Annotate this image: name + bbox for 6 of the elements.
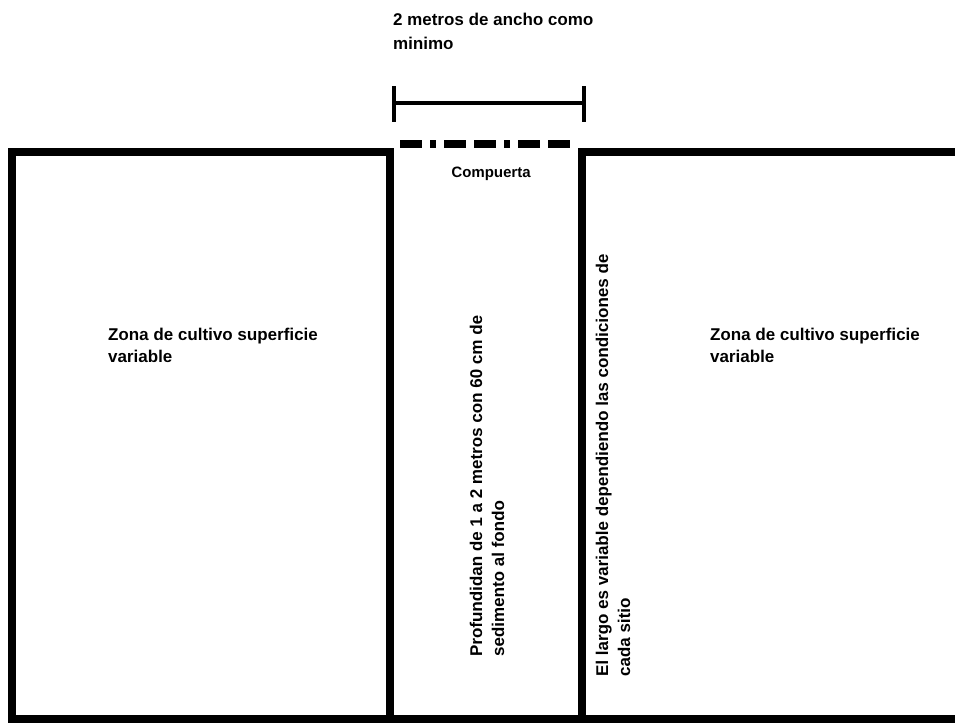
gate-label: Compuerta: [450, 163, 532, 183]
depth-note: Profundidan de 1 a 2 metros con 60 cm de sedimento al fondo: [466, 314, 509, 656]
zone-label: Zona de cultivo superficie variable: [710, 324, 921, 368]
length-note: El largo es variable dependiendo las condiciones de cada sitio: [592, 252, 635, 676]
dimension-label: 2 metros de ancho como minimo: [393, 9, 594, 55]
zone-label: Zona de cultivo superficie variable: [108, 324, 319, 368]
